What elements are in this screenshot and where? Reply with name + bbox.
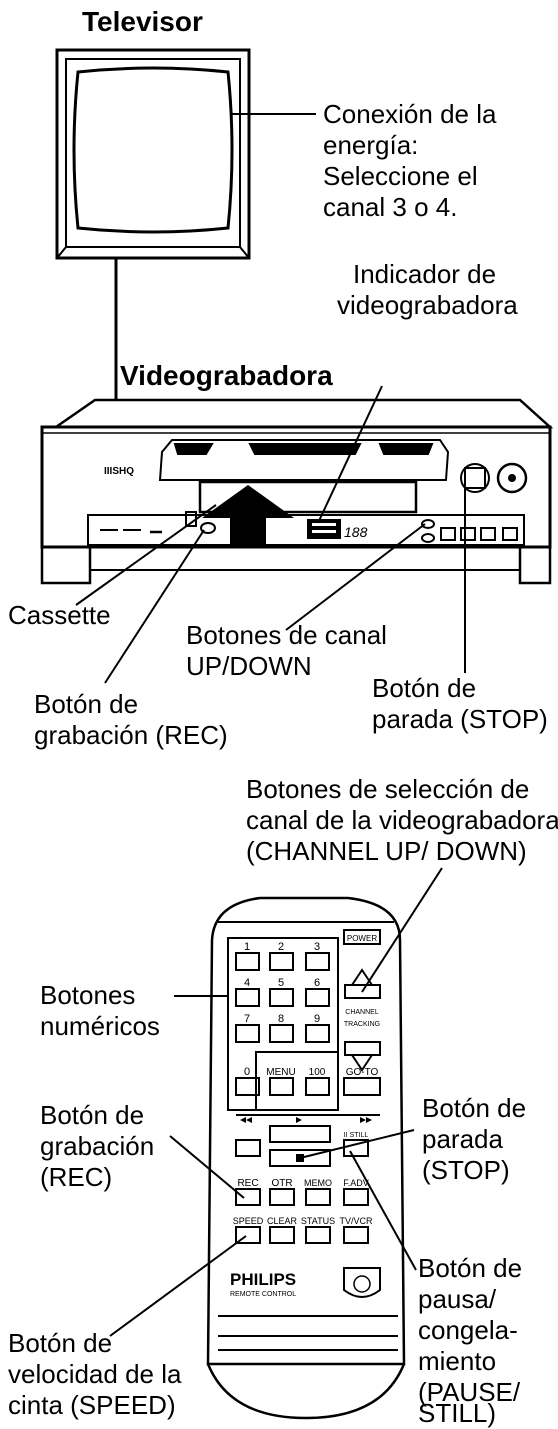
key-6: 6	[314, 977, 320, 989]
power-note-line-4: canal 3 o 4.	[323, 192, 458, 222]
pause-label-2: pausa/	[418, 1284, 497, 1314]
key-fadv: F.ADV	[343, 1178, 369, 1188]
key-goto: GO-TO	[346, 1067, 379, 1078]
channel-select-label-3: (CHANNEL UP/ DOWN)	[246, 836, 527, 866]
key-4: 4	[244, 977, 250, 989]
numeric-label-2: numéricos	[40, 1011, 160, 1041]
key-2: 2	[278, 941, 284, 953]
remote-rec-label-3: (REC)	[40, 1162, 113, 1192]
channel-select-label-2: canal de la videograbadora	[246, 805, 558, 835]
key-channel: CHANNEL	[345, 1009, 379, 1016]
key-still: II STILL	[344, 1132, 369, 1139]
key-memo: MEMO	[304, 1178, 332, 1188]
key-power: POWER	[347, 934, 377, 943]
stop-button-label-1: Botón de	[372, 673, 477, 703]
key-5: 5	[278, 977, 284, 989]
remote-rec-label-2: grabación	[40, 1131, 155, 1161]
stop-button-label-2: parada (STOP)	[372, 704, 548, 734]
remote-keys	[235, 929, 381, 1298]
power-note-line-2: energía:	[323, 130, 419, 160]
key-1: 1	[244, 941, 250, 953]
pause-label-3: congela-	[418, 1315, 518, 1345]
cassette-label: Cassette	[8, 600, 111, 630]
numeric-label-1: Botones	[40, 980, 136, 1010]
vcr-leaders	[75, 385, 466, 684]
tv-title: Televisor	[82, 6, 203, 37]
power-note-line-1: Conexión de la	[323, 99, 497, 129]
key-menu: MENU	[266, 1067, 295, 1078]
remote-body	[206, 896, 406, 1420]
key-clear: CLEAR	[267, 1216, 298, 1226]
remote-stop-label-3: (STOP)	[422, 1155, 510, 1185]
key-9: 9	[314, 1013, 320, 1025]
remote-stop-label-2: parada	[422, 1124, 503, 1154]
channel-buttons-label-2: UP/DOWN	[186, 651, 312, 681]
key-speed: SPEED	[233, 1216, 264, 1226]
key-rec: REC	[237, 1178, 258, 1189]
pause-label-4: miento	[418, 1346, 497, 1376]
key-tracking: TRACKING	[344, 1021, 380, 1028]
rec-button-label-1: Botón de	[34, 689, 139, 719]
pause-label-1: Botón de	[418, 1253, 523, 1283]
television	[55, 48, 251, 260]
key-7: 7	[244, 1013, 250, 1025]
remote-stop-label-1: Botón de	[422, 1093, 527, 1123]
remote-rec-label-1: Botón de	[40, 1100, 145, 1130]
key-0: 0	[244, 1066, 250, 1078]
vcr-title: Videograbadora	[120, 360, 333, 391]
key-100: 100	[309, 1067, 326, 1078]
cassette-insert-arrow	[202, 485, 294, 548]
speed-label-2: velocidad de la	[8, 1359, 182, 1389]
indicator-label-line-1: Indicador de	[353, 259, 497, 289]
vcr-display-digits: 188	[344, 524, 368, 540]
pause-label-6: STILL)	[418, 1398, 497, 1428]
indicator-label-line-2: videograbadora	[337, 290, 518, 320]
remote-leaders	[109, 867, 443, 1337]
key-tvvcr: TV/VCR	[339, 1216, 373, 1226]
speed-label-3: cinta (SPEED)	[8, 1390, 176, 1420]
vcr-logo: IIISHQ	[104, 466, 134, 477]
vcr-unit	[40, 398, 554, 585]
key-status: STATUS	[301, 1216, 335, 1226]
channel-buttons-label-1: Botones de canal	[186, 620, 387, 650]
key-8: 8	[278, 1013, 284, 1025]
pause-label-5: (PAUSE/	[418, 1377, 521, 1407]
key-3: 3	[314, 941, 320, 953]
brand-subtitle: REMOTE CONTROL	[230, 1291, 296, 1298]
brand-logo: PHILIPS	[230, 1270, 296, 1289]
key-otr: OTR	[271, 1178, 292, 1189]
channel-select-label-1: Botones de selección de	[246, 774, 530, 804]
remote-key-labels: 1 2 3 4 5 6 7 8 9 0 MENU 100 POWER CHANN…	[104, 466, 380, 1298]
power-note-line-3: Seleccione el	[323, 161, 478, 191]
speed-label-1: Botón de	[8, 1328, 113, 1358]
rec-button-label-2: grabación (REC)	[34, 720, 228, 750]
